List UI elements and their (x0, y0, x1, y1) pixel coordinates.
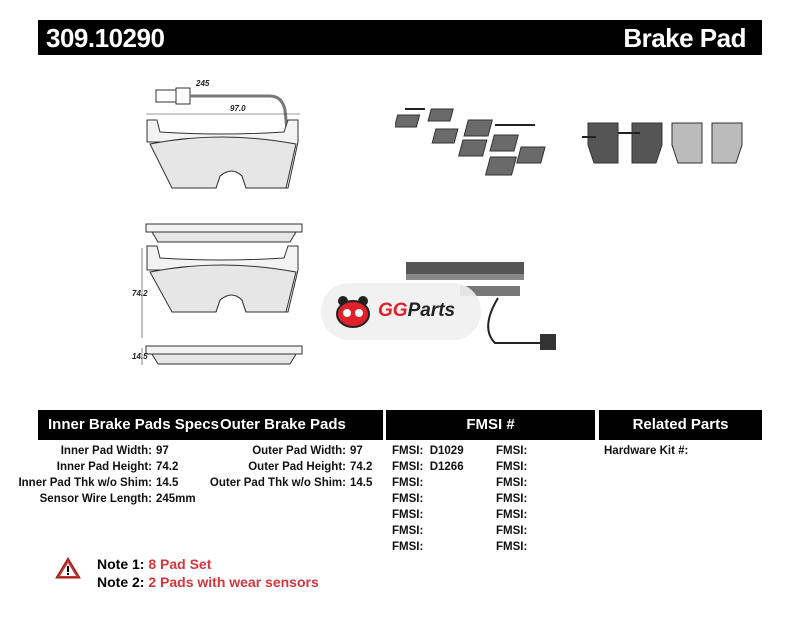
width-label: 97.0 (230, 104, 246, 113)
fmsi-row: FMSI: (392, 475, 492, 491)
fmsi-value: D1266 (429, 461, 464, 473)
fmsi-row: FMSI: (392, 539, 492, 555)
fmsi-row: FMSI: (392, 491, 492, 507)
note-2-value: 2 Pads with wear sensors (148, 574, 319, 590)
pad-side-photo (406, 262, 556, 350)
fmsi-row: FMSI: (496, 523, 596, 539)
fmsi-col-2: FMSI: FMSI: FMSI: FMSI: FMSI: FMSI: FMSI… (496, 443, 596, 555)
spec-row: Outer Pad Thk w/o Shim: 14.5 (200, 475, 384, 491)
spec-value: 74.2 (156, 461, 179, 473)
mascot-icon (336, 296, 370, 328)
fmsi-label: FMSI: (392, 509, 424, 521)
spec-row: Sensor Wire Length: 245mm (4, 491, 202, 507)
spec-value: 14.5 (350, 477, 373, 489)
fmsi-label: FMSI: (496, 525, 528, 537)
fmsi-row: FMSI: (496, 475, 596, 491)
spec-value: 74.2 (350, 461, 373, 473)
fmsi-label: FMSI: (496, 493, 528, 505)
fmsi-label: FMSI: (496, 477, 528, 489)
fmsi-row: FMSI: (496, 491, 596, 507)
inner-specs-header: Inner Brake Pads Specs (48, 416, 219, 433)
fmsi-label: FMSI: (496, 445, 528, 457)
spec-label: Inner Pad Height: (56, 461, 152, 473)
fmsi-row: FMSI: (496, 443, 596, 459)
fmsi-header: FMSI # (386, 410, 595, 440)
spec-row: Inner Pad Width: 97 (4, 443, 202, 459)
fmsi-row: FMSI: (392, 523, 492, 539)
fmsi-label: FMSI: (392, 493, 424, 505)
fmsi-row: FMSI: D1266 (392, 459, 492, 475)
note-1-label: Note 1: (97, 556, 145, 572)
spec-label: Outer Pad Width: (252, 445, 346, 457)
logo-gg: GG (378, 300, 408, 321)
fmsi-row: FMSI: (496, 539, 596, 555)
product-type: Brake Pad (623, 23, 746, 53)
thickness-label: 14.5 (132, 352, 148, 361)
fmsi-row: FMSI: (496, 459, 596, 475)
sensor-connector-icon (155, 89, 177, 103)
specs-header: Inner Brake Pads Specs Outer Brake Pads … (38, 410, 383, 463)
spec-value: 97 (350, 445, 363, 457)
fmsi-row: FMSI: (392, 507, 492, 523)
wire-length-label: 245 (195, 80, 210, 88)
fmsi-label: FMSI: (392, 445, 424, 457)
note-1-value: 8 Pad Set (148, 556, 212, 572)
height-label: 74.2 (132, 289, 148, 298)
spec-value: 14.5 (156, 477, 179, 489)
fmsi-row: FMSI: D1029 (392, 443, 492, 459)
logo-parts: Parts (407, 300, 456, 321)
spec-row: Inner Pad Height: 74.2 (4, 459, 202, 475)
pad-technical-drawing: 245 97.0 74.2 14.5 (132, 80, 303, 365)
spec-label: Sensor Wire Length: (39, 493, 152, 505)
fmsi-row: FMSI: (496, 507, 596, 523)
outer-specs-header: Outer Brake Pads Specs (220, 416, 346, 463)
pad-front-photo (582, 122, 743, 164)
hardware-kit-label: Hardware Kit #: (604, 445, 689, 457)
fmsi-label: FMSI: (496, 461, 528, 473)
part-number: 309.10290 (46, 23, 165, 53)
spec-label: Inner Pad Thk w/o Shim: (18, 477, 152, 489)
fmsi-label: FMSI: (392, 477, 424, 489)
fmsi-label: FMSI: (496, 541, 528, 553)
related-parts-header: Related Parts (599, 410, 762, 440)
fmsi-label: FMSI: (496, 509, 528, 521)
spec-label: Inner Pad Width: (60, 445, 152, 457)
spec-row: Outer Pad Width: 97 (200, 443, 384, 459)
fmsi-label: FMSI: (392, 461, 424, 473)
warning-icon (55, 557, 81, 579)
fmsi-value: D1029 (429, 445, 464, 457)
fmsi-label: FMSI: (392, 525, 424, 537)
fmsi-label: FMSI: (392, 541, 424, 553)
spec-row: Outer Pad Height: 74.2 (200, 459, 384, 475)
ggparts-logo: GGParts (321, 283, 481, 340)
pad-set-photo (395, 108, 546, 176)
spec-label: Outer Pad Height: (248, 461, 346, 473)
notes: Note 1: 8 Pad Set Note 2: 2 Pads with we… (97, 555, 319, 591)
spec-value: 97 (156, 445, 169, 457)
note-2-label: Note 2: (97, 574, 145, 590)
spec-row: Inner Pad Thk w/o Shim: 14.5 (4, 475, 202, 491)
spec-value: 245mm (156, 493, 196, 505)
spec-label: Outer Pad Thk w/o Shim: (209, 477, 346, 489)
title-bar: 309.10290 Brake Pad (38, 20, 762, 55)
